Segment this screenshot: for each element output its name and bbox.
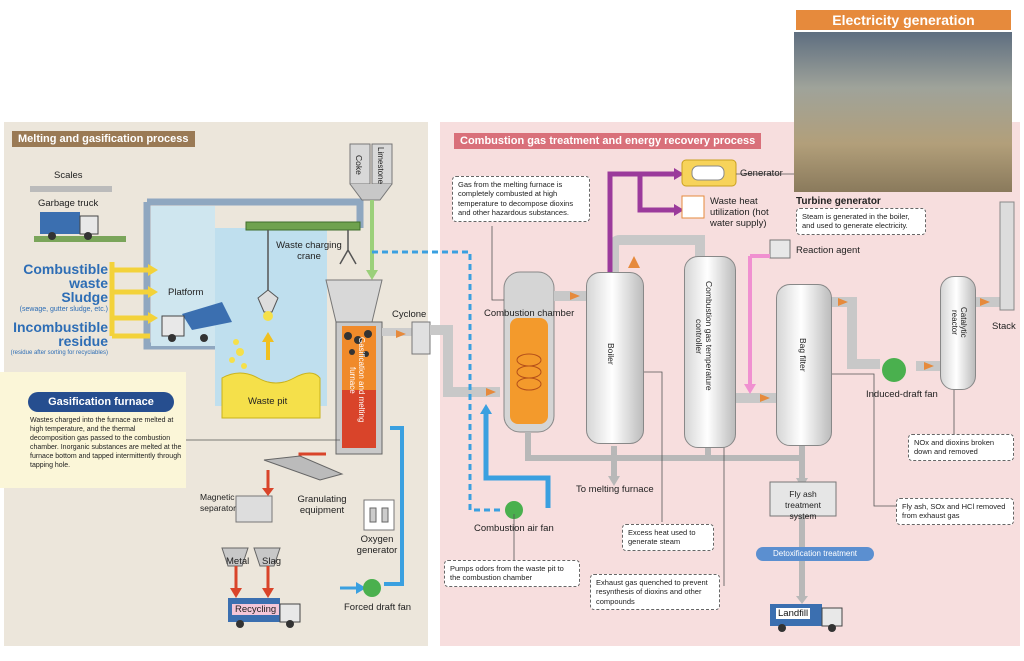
slag-label: Slag [262, 556, 282, 567]
gasification-info-box [0, 372, 186, 488]
excess-heat-note: Excess heat used to generate steam [622, 524, 714, 551]
catalytic-reactor-label: Catalytic reactor [950, 306, 968, 338]
nox-note: NOx and dioxins broken down and removed [908, 434, 1014, 461]
turbine-title: Turbine generator [796, 196, 881, 207]
sludge-note: (sewage, gutter sludge, etc.) [19, 306, 108, 313]
turbine-desc: Steam is generated in the boiler, and us… [796, 208, 926, 235]
recycling-label: Recycling [232, 604, 280, 615]
crane-label: Waste charging crane [276, 240, 342, 262]
sludge-label: Sludge [61, 289, 108, 305]
boiler-label: Boiler [606, 343, 616, 365]
electricity-header: Electricity generation [796, 10, 1011, 30]
incombustible-label: Incombustible residue [13, 319, 108, 349]
fly-ash-note: Fly ash, SOx and HCl removed from exhaus… [896, 498, 1014, 525]
gasification-desc: Wastes charged into the furnace are melt… [30, 417, 182, 470]
garbage-truck-icon [40, 212, 80, 234]
generator-label: Generator [740, 168, 783, 179]
combustion-chamber-label: Combustion chamber [484, 308, 575, 319]
induced-draft-fan-icon [882, 358, 906, 382]
stack-label: Stack [992, 321, 1016, 332]
coke-label: Coke [354, 155, 364, 175]
metal-label: Metal [226, 556, 250, 567]
forced-draft-fan-label: Forced draft fan [344, 602, 412, 613]
turbine-photo [794, 32, 1012, 192]
gas-note: Gas from the melting furnace is complete… [452, 176, 590, 222]
landfill-label: Landfill [776, 608, 811, 619]
combustion-header: Combustion gas treatment and energy reco… [454, 133, 762, 149]
oxygen-generator-label: Oxygen generator [356, 534, 398, 556]
limestone-label: Limestone [376, 146, 385, 184]
gasification-title: Gasification furnace [28, 392, 174, 412]
fly-ash-label: Fly ash treatment system [785, 489, 821, 521]
garbage-truck-label: Garbage truck [38, 198, 99, 209]
cyclone-label: Cyclone [392, 309, 427, 320]
magnetic-separator-label: Magnetic separator [200, 492, 236, 513]
melting-header: Melting and gasification process [12, 131, 195, 147]
combustible-waste-label: Combustible waste [23, 261, 108, 291]
bag-filter-vessel [776, 284, 832, 446]
forced-draft-fan-icon [363, 579, 381, 597]
waste-pit-label: Waste pit [248, 396, 288, 407]
induced-draft-fan-label: Induced-draft fan [866, 389, 938, 400]
boiler-vessel [586, 272, 644, 444]
waste-heat-icon [681, 195, 705, 219]
granulating-label: Granulating equipment [297, 494, 347, 516]
combustion-air-fan-icon [505, 501, 523, 519]
to-melting-label: To melting furnace [576, 484, 654, 495]
combustion-air-fan-label: Combustion air fan [474, 523, 554, 534]
exhaust-note: Exhaust gas quenched to prevent resynthe… [590, 574, 720, 611]
oxygen-generator-icon [363, 499, 395, 531]
detox-pill: Detoxification treatment [756, 547, 874, 561]
pumps-note: Pumps odors from the waste pit to the co… [444, 560, 580, 587]
waste-heat-label: Waste heat utilization (hot water supply… [710, 196, 769, 229]
platform-label: Platform [168, 287, 204, 298]
reaction-agent-label: Reaction agent [796, 245, 860, 256]
catalytic-reactor-vessel [940, 276, 976, 390]
temp-controller-label: Combustion gas temperature controller [694, 281, 714, 391]
temp-controller-vessel [684, 256, 736, 448]
furnace-label: Gasification and melting furnace [348, 337, 366, 423]
dump-truck-icon [182, 302, 232, 330]
incombustible-note: (residue after sorting for recyclables) [10, 350, 108, 356]
scales-label: Scales [54, 170, 83, 181]
bag-filter-label: Bag filter [798, 338, 808, 372]
